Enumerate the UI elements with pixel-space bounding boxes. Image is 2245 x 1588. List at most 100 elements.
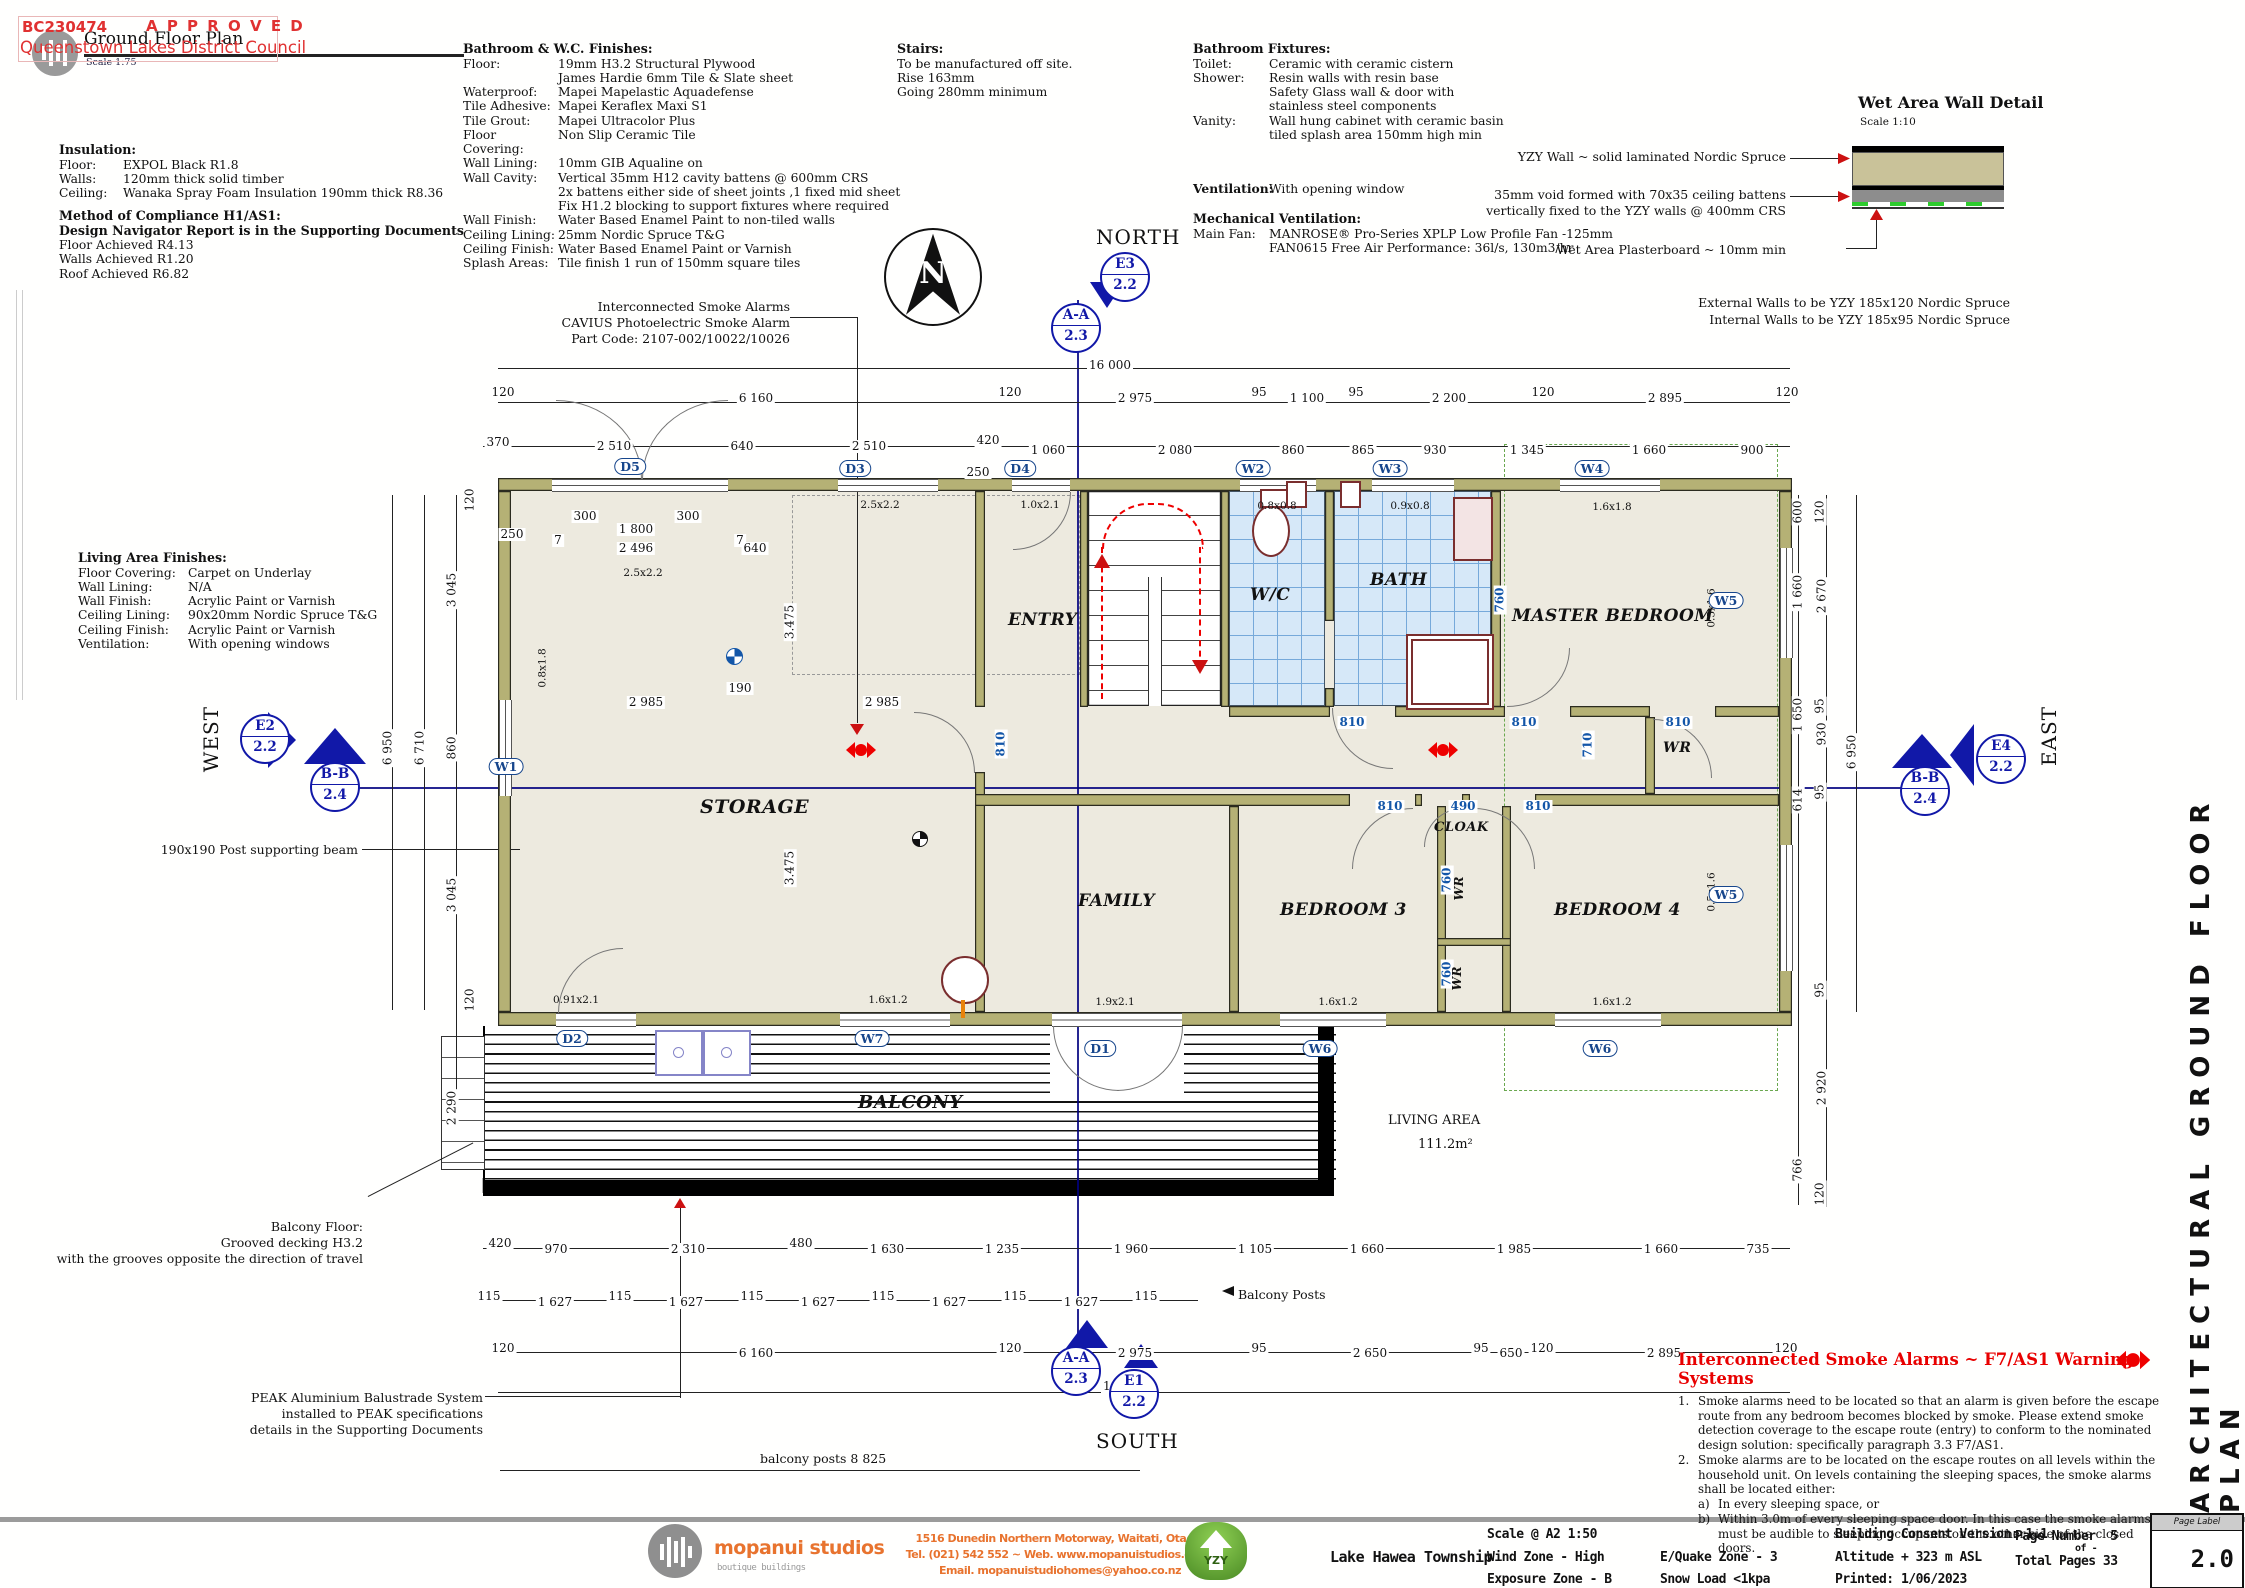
window-w7	[840, 1013, 950, 1027]
dimension-label: 0.8x1.8	[536, 648, 549, 688]
page-label-header: Page Label	[2152, 1515, 2242, 1531]
dimension-label: 95	[1471, 1341, 1491, 1355]
room-label: BEDROOM 4	[1554, 900, 1681, 920]
wall-segment	[1502, 806, 1511, 1012]
note-row: Wall Cavity:Vertical 35mm H12 cavity bat…	[463, 170, 869, 185]
dimension-label: 300	[571, 509, 599, 523]
dimension-label: 810	[1509, 715, 1539, 729]
ventilation-note: Ventilation:With opening window	[1193, 181, 1405, 196]
roof-overhang-dashed	[792, 495, 1080, 675]
dimension-label: 2 080	[1155, 443, 1195, 457]
dimension-label: 95	[1249, 1341, 1269, 1355]
door-window-tag: D3	[839, 460, 871, 477]
shower-icon	[1406, 634, 1494, 710]
wall-segment	[975, 772, 985, 1012]
wall-segment	[975, 794, 1350, 806]
wall-segment	[1415, 794, 1422, 806]
dimension-label: 420	[974, 433, 1002, 447]
wall-segment	[1325, 491, 1334, 621]
dimension-label: 2 920	[1814, 1068, 1829, 1108]
note-row: Ceiling Lining:90x20mm Nordic Spruce T&G	[78, 608, 378, 623]
door-window-tag: W7	[854, 1030, 890, 1047]
vanity-icon	[1453, 497, 1493, 561]
dimension-label: 2 895	[1644, 1346, 1684, 1360]
dimension-label: 865	[1349, 443, 1377, 457]
door-opening-d2	[556, 1013, 636, 1027]
note-line: Floor Achieved R4.13	[59, 238, 194, 253]
annotation-text: External Walls to be YZY 185x120 Nordic …	[1698, 295, 2010, 310]
tb-wind: Wind Zone - High	[1487, 1550, 1605, 1565]
annotation-text: NORTH	[1096, 225, 1181, 249]
dimension-label: 1 985	[1494, 1242, 1534, 1256]
annotation-text: Balcony Floor:	[270, 1219, 363, 1234]
dimension-label: 0.9x0.8	[1390, 500, 1430, 512]
tb-quake: E/Quake Zone - 3	[1660, 1550, 1778, 1565]
room-label: WR	[1663, 740, 1692, 756]
note-line: Walls Achieved R1.20	[59, 252, 194, 267]
balcony-end-band	[1318, 1026, 1334, 1196]
room-label: FAMILY	[1078, 891, 1156, 911]
dimension-label: 0.91x2.1	[553, 994, 599, 1006]
annotation-text: installed to PEAK specifications	[281, 1406, 483, 1421]
dimension-label: 115	[869, 1289, 897, 1303]
toilet-icon	[1252, 505, 1290, 557]
note-line: To be manufactured off site.	[897, 56, 1073, 71]
annotation-text: PEAK Aluminium Balustrade System	[251, 1390, 483, 1405]
dimension-label: 1 630	[867, 1242, 907, 1256]
dimension-label: 710	[1580, 730, 1595, 760]
dimension-label: 600	[1790, 498, 1805, 526]
note-row: Fix H1.2 blocking to support fixtures wh…	[558, 199, 890, 214]
annotation-text: Scale 1:10	[1860, 116, 1916, 128]
dimension-label: 370	[484, 435, 512, 449]
door-window-tag: W4	[1574, 460, 1610, 477]
annotation-text: LIVING AREA	[1388, 1113, 1481, 1128]
dimension-label: 250	[964, 465, 992, 479]
note-line: Going 280mm minimum	[897, 85, 1048, 100]
titleblock-divider	[0, 1517, 2245, 1522]
dimension-label: 250	[498, 527, 526, 541]
dimension-label: 614	[1790, 786, 1805, 814]
dimension-label: 1 627	[666, 1295, 706, 1309]
dimension-label: 95	[1812, 696, 1827, 716]
note-row: Toilet:Ceramic with ceramic cistern	[1193, 56, 1454, 71]
window-w3	[1372, 479, 1454, 492]
dimension-label: 3 045	[444, 875, 459, 915]
annotation-text: WEST	[199, 706, 223, 773]
dimension-label: 1.6x1.8	[1592, 501, 1632, 513]
dimension-label: 640	[741, 541, 769, 555]
dimension-label: 766	[1790, 1156, 1805, 1184]
dimension-label: 120	[489, 385, 517, 399]
tb-of: of -	[2075, 1543, 2098, 1554]
dimension-label: 1.9x2.1	[1095, 996, 1135, 1008]
tb-consent: Building Consent Version: 1.1	[1835, 1527, 2048, 1542]
dimension-label: 810	[1663, 715, 1693, 729]
dimension-label: 2 290	[444, 1088, 459, 1128]
dimension-label: 1 627	[929, 1295, 969, 1309]
studio-watermark-icon	[32, 30, 78, 76]
dimension-label: 120	[996, 385, 1024, 399]
smoke-alarm-icon	[2116, 1351, 2151, 1369]
dimension-label: 1 660	[1641, 1242, 1681, 1256]
section-line-bb	[345, 787, 1935, 789]
page-title-scale: Scale 1:75	[86, 57, 137, 68]
annotation-text: YZY Wall ~ solid laminated Nordic Spruce	[1517, 149, 1786, 164]
tb-scale: Scale @ A2 1:50	[1487, 1527, 1597, 1542]
wall-segment	[498, 478, 1792, 491]
window-w1	[499, 700, 512, 796]
stairs-notes: Stairs: To be manufactured off site.Rise…	[897, 41, 1073, 100]
wall-segment	[1437, 806, 1446, 1012]
annotation-text: 190x190 Post supporting beam	[160, 842, 358, 857]
dimension-label: 1 627	[1061, 1295, 1101, 1309]
annotation-text: balcony posts 8 825	[760, 1451, 887, 1466]
dimension-label: 1.6x1.2	[1318, 996, 1358, 1008]
dimension-label: 120	[1772, 1341, 1800, 1355]
note-row: Wall Lining:N/A	[78, 579, 212, 594]
dimension-label: 95	[1812, 980, 1827, 1000]
dimension-label: 2 200	[1429, 391, 1469, 405]
door-window-tag: W5	[1708, 592, 1744, 609]
note-row: Floor:EXPOL Black R1.8	[59, 157, 239, 172]
note-row: Ceiling Finish:Water Based Enamel Paint …	[463, 241, 792, 256]
door-opening-d5	[552, 479, 728, 492]
wall-segment	[1570, 706, 1650, 717]
